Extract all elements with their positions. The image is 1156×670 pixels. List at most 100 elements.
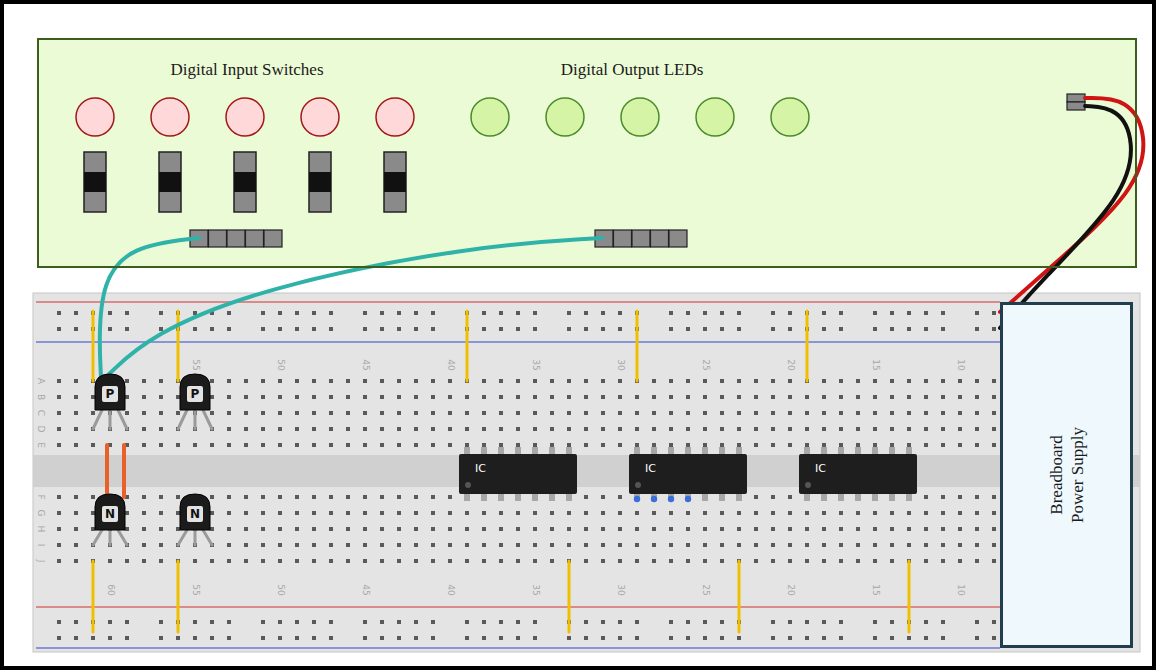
breadboard-hole [839,443,843,447]
breadboard-hole [992,443,996,447]
row-letter: B [36,394,45,400]
breadboard-hole [856,411,860,415]
breadboard-hole [295,379,299,383]
rail-hole [601,311,605,315]
breadboard-hole [397,511,401,515]
breadboard-hole [176,395,180,399]
pnp-transistor: P [93,373,127,411]
output-led [621,98,659,136]
column-number: 15 [871,584,880,595]
breadboard-hole [924,395,928,399]
transistor-leg [93,410,102,429]
rail-hole [210,620,214,624]
power-wire [1000,98,1143,312]
breadboard-hole [57,411,61,415]
rail-hole [261,620,265,624]
header-pin [632,230,650,247]
breadboard-hole [703,527,707,531]
marked-hole [685,496,691,502]
breadboard-hole [448,495,452,499]
breadboard-hole [805,543,809,547]
breadboard-hole [57,379,61,383]
breadboard-hole [414,495,418,499]
breadboard-hole [57,543,61,547]
header-pin [651,230,669,247]
rail-hole [533,311,537,315]
toggle-switch [309,152,331,212]
breadboard-hole [941,543,945,547]
breadboard-hole [312,379,316,383]
header-pin [614,230,632,247]
breadboard-hole [397,379,401,383]
rail-hole [992,311,996,315]
breadboard-hole [363,527,367,531]
breadboard-hole [533,443,537,447]
rail-hole [278,311,282,315]
breadboard-hole [210,527,214,531]
breadboard-hole [431,559,435,563]
breadboard-hole [346,543,350,547]
column-number: 55 [191,359,200,370]
breadboard-hole [363,495,367,499]
breadboard-hole [397,527,401,531]
rail-hole [482,327,486,331]
panel-heading: Digital Input Switches [171,60,324,80]
breadboard-hole [550,543,554,547]
breadboard-hole [873,511,877,515]
rail-hole [533,327,537,331]
toggle-lever [309,172,331,192]
breadboard-hole [567,395,571,399]
breadboard-hole [516,427,520,431]
breadboard-hole [312,527,316,531]
breadboard-hole [686,527,690,531]
breadboard-hole [652,379,656,383]
rail-hole [805,636,809,640]
breadboard-hole [74,559,78,563]
breadboard-hole [907,379,911,383]
breadboard-hole [329,379,333,383]
breadboard-hole [788,495,792,499]
breadboard-hole [142,543,146,547]
breadboard-hole [363,443,367,447]
npn-transistor: N [178,493,212,531]
ic-pin [855,493,861,501]
breadboard-hole [482,379,486,383]
breadboard-hole [550,379,554,383]
breadboard-hole [261,427,265,431]
rail-hole [499,620,503,624]
breadboard-hole [499,527,503,531]
breadboard-hole [958,511,962,515]
breadboard-hole [516,443,520,447]
rail-hole [499,327,503,331]
breadboard-hole [924,443,928,447]
column-number: 25 [701,584,710,595]
breadboard-hole [210,379,214,383]
breadboard-hole [142,527,146,531]
breadboard-hole [992,527,996,531]
breadboard-hole [516,527,520,531]
breadboard-hole [907,543,911,547]
breadboard-hole [159,395,163,399]
breadboard-hole [601,543,605,547]
breadboard-hole [244,411,248,415]
breadboard-hole [142,379,146,383]
breadboard-hole [414,395,418,399]
rail-hole [822,327,826,331]
rail-hole [924,620,928,624]
rail-hole [193,327,197,331]
rail-hole [686,636,690,640]
breadboard-hole [210,511,214,515]
breadboard-hole [448,543,452,547]
breadboard-hole [431,395,435,399]
breadboard-hole [550,511,554,515]
ic-pin [532,493,538,501]
rail-hole [397,311,401,315]
column-number: 40 [446,359,455,370]
ic-pin [566,493,572,501]
rail-hole [873,311,877,315]
breadboard-hole [703,395,707,399]
column-number: 45 [361,584,370,595]
breadboard-hole [244,543,248,547]
breadboard-hole [720,411,724,415]
breadboard-hole [380,395,384,399]
